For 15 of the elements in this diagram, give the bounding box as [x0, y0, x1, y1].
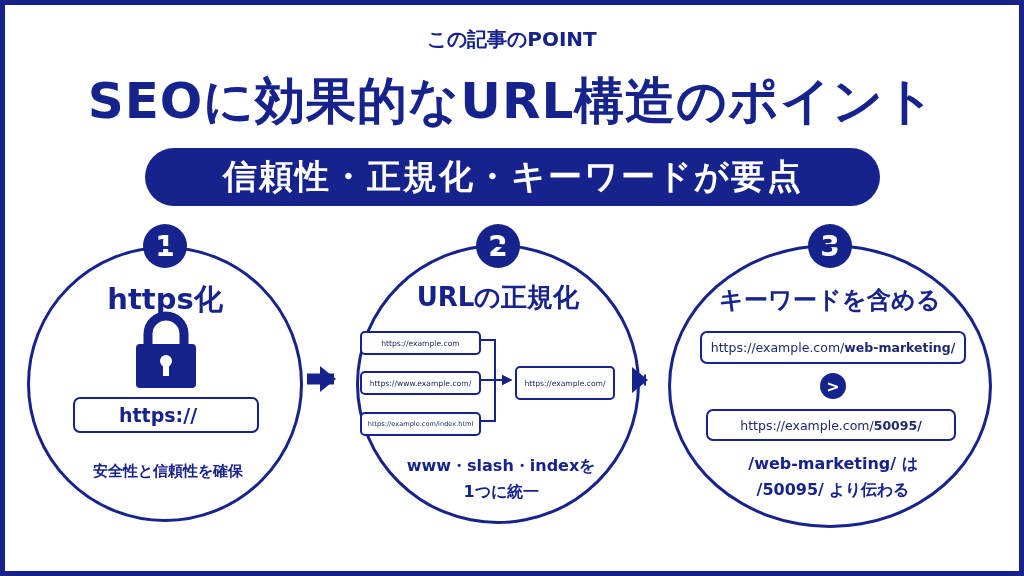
url-box: https://example.com/web-marketing/ — [700, 331, 966, 364]
address-bar: https:// — [73, 397, 259, 433]
step-heading: https化 — [106, 283, 224, 317]
block-arrow — [632, 367, 648, 393]
block-arrow — [307, 366, 336, 392]
step-caption: /web-marketing/ は /50095/ より伝わる — [747, 453, 919, 501]
kicker-text: この記事のPOINT — [426, 26, 598, 53]
step-caption: www・slash・indexを 1つに統一 — [405, 455, 597, 503]
title: SEOに効果的なURL構造のポイント — [86, 71, 938, 132]
url-box: https://example.com/50095/ — [706, 409, 956, 441]
step-caption: 安全性と信頼性を確保 — [92, 461, 244, 482]
banner: 信頼性・正規化・キーワードが要点 — [145, 148, 880, 206]
step-heading: URLの正規化 — [415, 283, 581, 313]
step-heading: キーワードを含める — [718, 287, 942, 315]
comparison-badge: > — [820, 373, 846, 399]
